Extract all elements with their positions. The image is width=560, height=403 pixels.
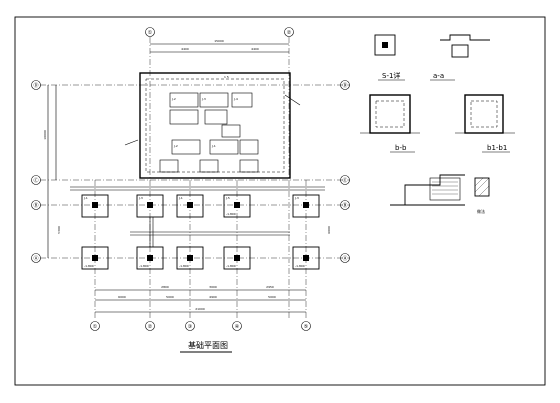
axis-bubble-right-D (340, 80, 350, 90)
axis-bubble-bottom-5 (301, 321, 311, 331)
axis-bubble-left-B (31, 200, 41, 210)
axis-bubble-bottom-2 (145, 321, 155, 331)
detail-b1b1-label: b1-b1 (487, 144, 507, 152)
dim-bottom-total: 21000 (195, 307, 205, 311)
elev-label-1: -1.800 (84, 264, 94, 268)
axis-bubble-bottom-3 (185, 321, 195, 331)
footing-label-B5: J-3 (294, 196, 299, 200)
footing-label-3: J-4 (233, 97, 238, 101)
detail-s1-core (382, 42, 388, 48)
tie-beams (70, 186, 325, 247)
footing-label-B3: J-1 (178, 196, 183, 200)
axis-bubble-top-2 (284, 27, 294, 37)
detail-hatch-label: 做法 (477, 208, 485, 214)
dim-top-total: 15000 (214, 39, 224, 43)
detail-aa-shape (440, 34, 490, 58)
detail-bb-shape (360, 94, 420, 134)
axis-bubble-bottom-4 (232, 321, 242, 331)
detail-bb-label: b-b (395, 144, 407, 152)
footing-label-5: J-1 (211, 144, 216, 148)
dim-left-vertical2: 5300 (57, 226, 61, 234)
pit-footings (159, 92, 259, 173)
footing-B1 (81, 194, 109, 218)
axis-bubble-right-B (340, 200, 350, 210)
axis-label-left-B: Ⓑ (33, 202, 38, 209)
plan-title: 基础平面图 (188, 340, 228, 350)
details-area: S-1详 a-a b-b b1-b1 (360, 34, 515, 214)
axis-label-top-1: ① (148, 30, 153, 36)
dim-bottom-small-2: 3000 (209, 285, 217, 289)
leader-line-1 (284, 94, 301, 106)
footing-B5 (292, 194, 320, 218)
detail-s1-shape (374, 34, 396, 56)
dim-top-right: 4400 (251, 47, 259, 51)
pit-note-label: 1 5 (224, 75, 229, 79)
axis-label-right-A: Ⓐ (342, 255, 347, 262)
elev-label-4: -1.800 (226, 264, 236, 268)
footing-label-1: J-2 (171, 97, 176, 101)
axis-bubble-left-D (31, 80, 41, 90)
footing-A3 (176, 246, 204, 270)
detail-aa-label: a-a (433, 72, 444, 80)
axis-label-left-C: Ⓒ (33, 177, 38, 184)
dim-bottom-left: 6000 (118, 295, 126, 299)
axis-bubble-left-C (31, 175, 41, 185)
footing-A5 (292, 246, 320, 270)
footing-B4 (223, 194, 251, 218)
dim-bottom-mid2: 4900 (209, 295, 217, 299)
footing-A1 (81, 246, 109, 270)
elev-label-2: -1.800 (139, 264, 149, 268)
leader-line-2 (124, 139, 139, 146)
dim-bottom-small-1: 2800 (161, 285, 169, 289)
dim-right-vertical: 6000 (327, 226, 331, 234)
footing-label-B1: J-1 (83, 196, 88, 200)
footing-A4 (223, 246, 251, 270)
dim-bottom-small-3: 2950 (266, 285, 274, 289)
elev-label-6: -1.800 (226, 212, 236, 216)
pit-outer-wall (139, 72, 291, 179)
axis-label-bottom-1: ① (93, 324, 98, 330)
axis-label-right-B: Ⓑ (342, 202, 347, 209)
elev-label-3: -1.800 (179, 264, 189, 268)
axis-bubble-right-A (340, 253, 350, 263)
detail-hatch-sample (474, 177, 490, 197)
detail-step-footing (390, 174, 465, 206)
axis-label-bottom-5: ⑤ (304, 324, 308, 330)
footing-label-2: J-3 (201, 97, 206, 101)
axis-label-left-D: Ⓓ (33, 82, 38, 89)
axis-bubble-top-1 (145, 27, 155, 37)
dim-left-vertical: 10000 (43, 130, 47, 140)
axis-label-right-C: Ⓒ (342, 177, 347, 184)
footing-label-B2: J-3 (138, 196, 143, 200)
axis-bubble-right-C (340, 175, 350, 185)
sheet-frame (14, 16, 546, 386)
axis-label-right-D: Ⓓ (342, 82, 347, 89)
dim-bottom-mid1: 5000 (166, 295, 174, 299)
axis-label-left-A: Ⓐ (33, 255, 38, 262)
foundation-plan: ① ② 15000 4400 4400 Ⓓ Ⓒ Ⓑ Ⓐ Ⓓ Ⓒ (31, 27, 350, 353)
axis-label-top-2: ② (287, 30, 292, 36)
detail-b1b1-shape (455, 94, 515, 134)
axis-label-bottom-4: ④ (235, 324, 240, 330)
detail-s1-label: S-1详 (382, 71, 400, 80)
detail-step-hatch (432, 181, 458, 195)
axis-bubble-left-A (31, 253, 41, 263)
footing-B3 (176, 194, 204, 218)
axis-bubble-bottom-1 (90, 321, 100, 331)
footing-label-4: J-2 (173, 144, 178, 148)
axis-label-bottom-3: ③ (188, 324, 192, 330)
elev-label-5: -1.800 (295, 264, 305, 268)
lower-footings: J-1 J-3 J-1 J-5 J-3 -1.800 -1.800 -1.800… (81, 194, 320, 270)
axis-label-bottom-2: ② (148, 324, 153, 330)
dim-top-left: 4400 (181, 47, 189, 51)
detail-hatch-lines (474, 177, 490, 197)
dim-bottom-right: 5000 (268, 295, 276, 299)
footing-label-B4: J-5 (225, 196, 230, 200)
